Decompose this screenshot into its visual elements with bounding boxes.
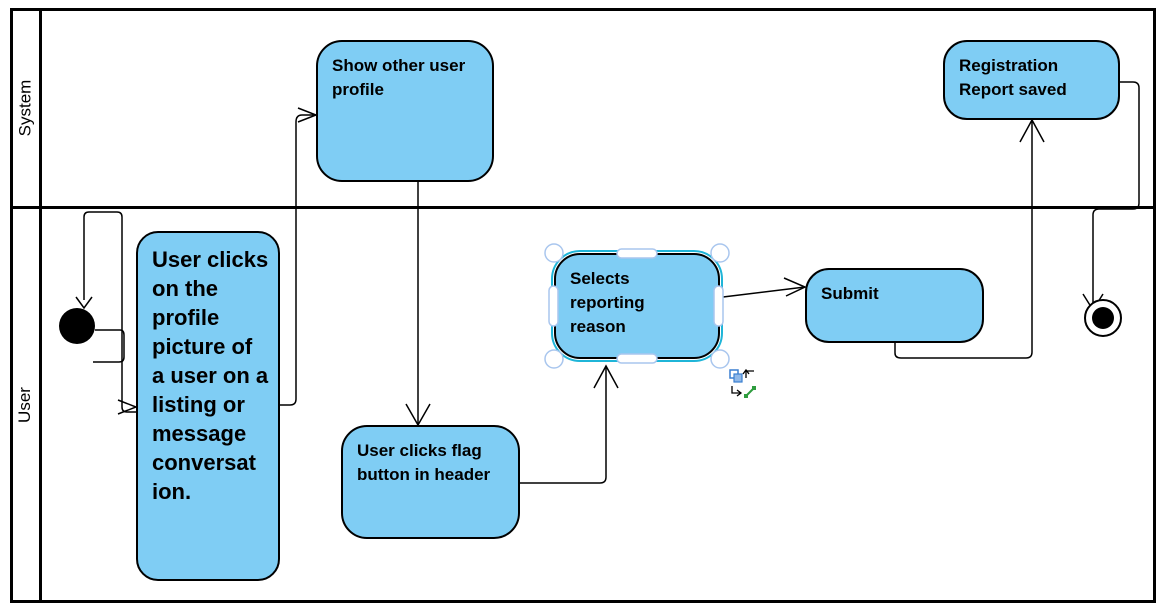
node-selects-reason-text: Selects reporting reason: [570, 269, 645, 336]
edge-to-registration: [894, 120, 1033, 359]
edge-to-final: [1092, 81, 1140, 306]
node-user-clicks-profile[interactable]: User clicks on the profile picture of a …: [136, 231, 280, 581]
node-selects-reason[interactable]: Selects reporting reason: [551, 250, 723, 362]
resize-handle-right[interactable]: [713, 285, 724, 327]
node-user-clicks-flag-text: User clicks flag button in header: [357, 441, 491, 484]
node-registration-saved[interactable]: Registration Report saved: [943, 40, 1120, 120]
arrowhead-start: [75, 296, 93, 310]
resize-handle-top-left[interactable]: [544, 243, 564, 263]
final-node-core: [1092, 307, 1114, 329]
connect-tools-icon[interactable]: [729, 368, 756, 398]
edge-to-submit: [722, 286, 806, 298]
edge-to-show-profile: [280, 114, 316, 406]
node-registration-saved-text: Registration Report saved: [959, 56, 1067, 99]
resize-handle-top-right[interactable]: [710, 243, 730, 263]
arrowhead-selects: [593, 364, 619, 389]
node-show-profile[interactable]: Show other user profile: [316, 40, 494, 182]
edge-to-selects: [520, 366, 607, 484]
initial-node[interactable]: [59, 308, 95, 344]
resize-handle-bottom-right[interactable]: [710, 349, 730, 369]
arrowhead-registration: [1019, 118, 1045, 143]
node-user-clicks-flag[interactable]: User clicks flag button in header: [341, 425, 520, 539]
lane-divider: [10, 206, 1156, 209]
lane-header-divider: [39, 8, 42, 603]
node-submit[interactable]: Submit: [805, 268, 984, 343]
resize-handle-top[interactable]: [616, 248, 658, 259]
resize-handle-left[interactable]: [548, 285, 559, 327]
swimlane-pool: [10, 8, 1156, 603]
resize-handle-bottom-left[interactable]: [544, 349, 564, 369]
node-submit-text: Submit: [821, 284, 879, 303]
resize-handle-bottom[interactable]: [616, 353, 658, 364]
edge-start-out: [93, 329, 125, 363]
node-user-clicks-profile-text: User clicks on the profile picture of a …: [152, 247, 269, 504]
edge-into-start: [83, 211, 90, 300]
node-show-profile-text: Show other user profile: [332, 56, 466, 99]
